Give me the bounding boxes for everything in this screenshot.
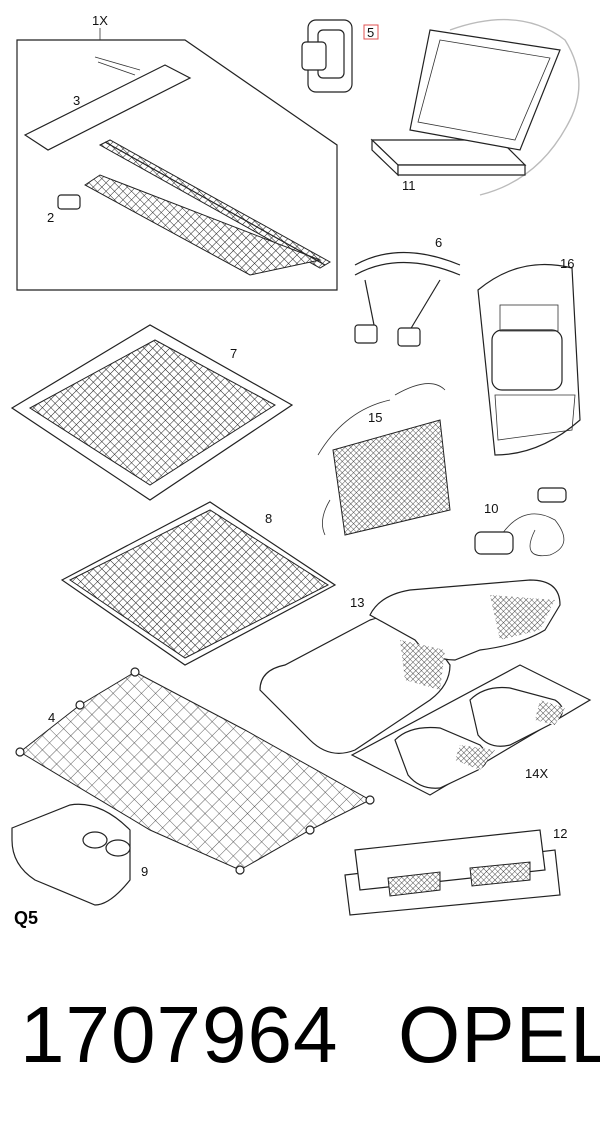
callout-14x: 14X (525, 766, 548, 781)
callout-13: 13 (350, 595, 364, 610)
part-6-strap (354, 252, 461, 347)
callout-16: 16 (560, 256, 574, 271)
part-14x-rear-mats (350, 664, 592, 796)
part-4-cargo-net (15, 667, 375, 875)
section-code: Q5 (14, 908, 38, 928)
callout-9: 9 (141, 864, 148, 879)
brand-name: OPEL (398, 990, 600, 1079)
callout-3: 3 (73, 93, 80, 108)
footer: 1707964 OPEL (0, 985, 600, 1085)
part-8-cargo-mat (60, 501, 337, 666)
part-1x-cargo-net-kit (16, 28, 338, 291)
callout-5: 5 (367, 25, 374, 40)
callout-10: 10 (484, 501, 498, 516)
callout-4: 4 (48, 710, 55, 725)
callout-7: 7 (230, 346, 237, 361)
part-5-highlight-box (363, 24, 379, 40)
part-5-bracket (301, 19, 379, 93)
callout-15: 15 (368, 410, 382, 425)
callout-8: 8 (265, 511, 272, 526)
part-number: 1707964 (20, 990, 339, 1079)
part-13-floor-mats (259, 579, 561, 754)
parts-diagram: 1X 3 2 5 11 6 16 7 15 10 8 13 4 14X 12 9… (10, 13, 592, 928)
callout-12: 12 (553, 826, 567, 841)
callout-2: 2 (47, 210, 54, 225)
part-10-power-adapter (474, 487, 567, 557)
part-15-floor-net (317, 383, 451, 536)
part-12-storage-box (344, 829, 561, 916)
part-16-seat-organizer (477, 263, 581, 456)
callout-6: 6 (435, 235, 442, 250)
part-11-laptop-holder (370, 18, 580, 196)
part-9-cooler (11, 803, 131, 906)
callout-11: 11 (402, 178, 416, 193)
part-7-luggage-tray (10, 324, 294, 501)
callout-1x: 1X (92, 13, 108, 28)
